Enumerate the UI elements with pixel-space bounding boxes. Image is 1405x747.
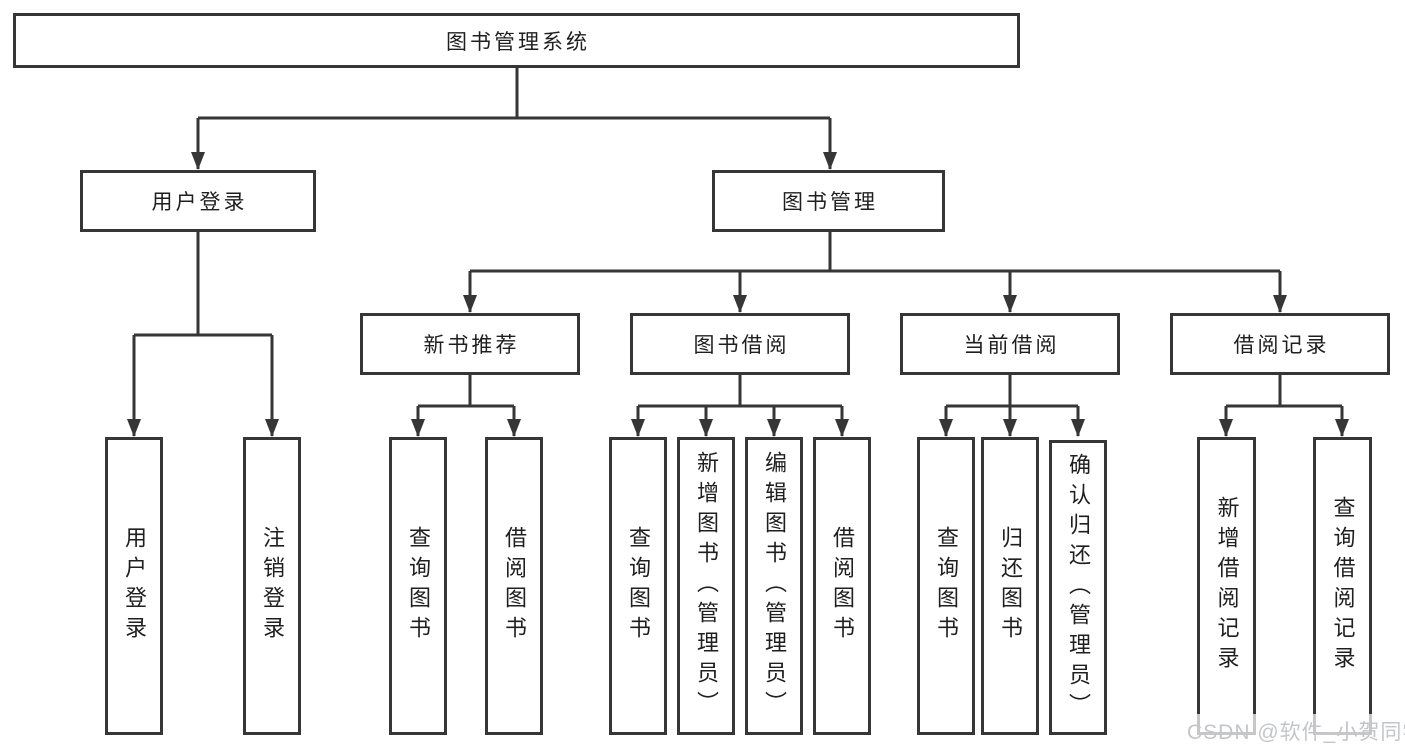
leaf-logout-label: 注销登录 bbox=[260, 526, 285, 646]
leaf-query-borrow-record-label: 查询借阅记录 bbox=[1330, 496, 1356, 676]
leaf-borrow-borrow-books-label: 借阅图书 bbox=[830, 526, 855, 646]
leaf-current-query-books: 查询图书 bbox=[917, 437, 975, 735]
node-user-login-label: 用户登录 bbox=[151, 191, 248, 214]
node-borrowing-records-label: 借阅记录 bbox=[1233, 334, 1330, 357]
leaf-add-borrow-record-label: 新增借阅记录 bbox=[1214, 496, 1240, 676]
leaf-logout: 注销登录 bbox=[243, 437, 301, 735]
leaf-edit-books-admin-label: 编辑图书（管理员） bbox=[762, 451, 787, 721]
leaf-newrec-query-books-label: 查询图书 bbox=[406, 526, 431, 646]
leaf-newrec-borrow-books: 借阅图书 bbox=[485, 437, 543, 735]
node-user-login: 用户登录 bbox=[80, 170, 316, 232]
node-new-book-recommendation-label: 新书推荐 bbox=[423, 334, 520, 357]
leaf-user-login-label: 用户登录 bbox=[122, 526, 147, 646]
node-current-borrowing: 当前借阅 bbox=[900, 313, 1120, 375]
leaf-current-query-books-label: 查询图书 bbox=[934, 526, 959, 646]
leaf-user-login: 用户登录 bbox=[105, 437, 163, 735]
node-new-book-recommendation: 新书推荐 bbox=[360, 313, 580, 375]
node-book-management: 图书管理 bbox=[712, 170, 945, 232]
leaf-edit-books-admin: 编辑图书（管理员） bbox=[745, 437, 803, 735]
leaf-confirm-return-admin: 确认归还（管理员） bbox=[1049, 440, 1107, 735]
leaf-newrec-borrow-books-label: 借阅图书 bbox=[502, 526, 527, 646]
leaf-query-borrow-record: 查询借阅记录 bbox=[1313, 437, 1372, 735]
node-book-borrowing: 图书借阅 bbox=[630, 313, 850, 375]
node-borrowing-records: 借阅记录 bbox=[1170, 313, 1390, 375]
tree-edges bbox=[127, 68, 1349, 437]
leaf-borrow-query-books-label: 查询图书 bbox=[626, 526, 651, 646]
leaf-add-books-admin: 新增图书（管理员） bbox=[677, 437, 735, 735]
node-current-borrowing-label: 当前借阅 bbox=[963, 334, 1060, 357]
leaf-return-books-label: 归还图书 bbox=[998, 526, 1023, 646]
csdn-watermark: CSDN @软件_小贺同学 bbox=[1183, 714, 1405, 747]
leaf-confirm-return-admin-label: 确认归还（管理员） bbox=[1066, 452, 1091, 723]
leaf-borrow-borrow-books: 借阅图书 bbox=[813, 437, 871, 735]
node-book-management-label: 图书管理 bbox=[782, 191, 878, 214]
node-system-root: 图书管理系统 bbox=[13, 13, 1020, 68]
node-book-borrowing-label: 图书借阅 bbox=[693, 334, 790, 357]
leaf-return-books: 归还图书 bbox=[981, 437, 1039, 735]
leaf-add-borrow-record: 新增借阅记录 bbox=[1197, 437, 1256, 735]
node-system-root-label: 图书管理系统 bbox=[446, 30, 590, 54]
leaf-add-books-admin-label: 新增图书（管理员） bbox=[694, 451, 719, 721]
leaf-borrow-query-books: 查询图书 bbox=[609, 437, 667, 735]
leaf-newrec-query-books: 查询图书 bbox=[389, 437, 447, 735]
